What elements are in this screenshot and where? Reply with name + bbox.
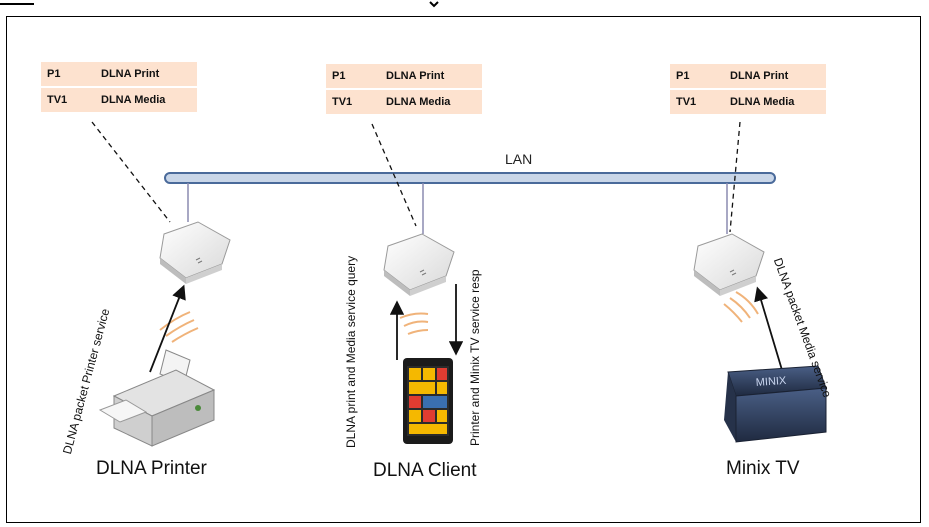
arrow-printer-to-ap <box>149 284 186 373</box>
access-point-icon <box>159 221 231 284</box>
table-cell-service: DLNA Print <box>724 64 826 90</box>
tv-caption: Minix TV <box>726 458 800 479</box>
client-resp-label: Printer and Minix TV service resp <box>468 269 482 446</box>
access-point-icon <box>693 233 765 296</box>
printer-caption: DLNA Printer <box>96 458 207 479</box>
table-cell-id: P1 <box>41 62 95 88</box>
table-cell-service: DLNA Print <box>380 64 482 90</box>
access-point-icon <box>383 233 455 296</box>
leader-line-tv <box>729 121 741 233</box>
printer-icon <box>98 349 216 447</box>
client-caption: DLNA Client <box>373 460 477 481</box>
table-cell-service: DLNA Media <box>380 89 482 116</box>
table-cell-id: TV1 <box>670 89 724 116</box>
table-cell-service: DLNA Media <box>724 89 826 116</box>
lan-bar <box>164 172 776 184</box>
tv-logo-text: MINIX <box>755 375 787 389</box>
table-cell-id: TV1 <box>41 87 95 114</box>
leader-line-client <box>371 123 417 227</box>
table-cell-id: TV1 <box>326 89 380 116</box>
wifi-signal-icon <box>159 291 759 343</box>
lan-label: LAN <box>505 151 533 167</box>
table-cell-service: DLNA Media <box>95 87 197 114</box>
smartphone-icon <box>403 358 453 444</box>
client-query-label: DLNA print and Media service query <box>344 255 358 448</box>
table-cell-id: P1 <box>326 64 380 90</box>
cropped-header-fragment <box>0 0 929 10</box>
tv-box-icon: MINIX <box>724 365 827 443</box>
arrow-tv-to-ap <box>754 286 786 381</box>
table-cell-id: P1 <box>670 64 724 90</box>
table-cell-service: DLNA Print <box>95 62 197 88</box>
leader-line-printer <box>91 121 171 223</box>
